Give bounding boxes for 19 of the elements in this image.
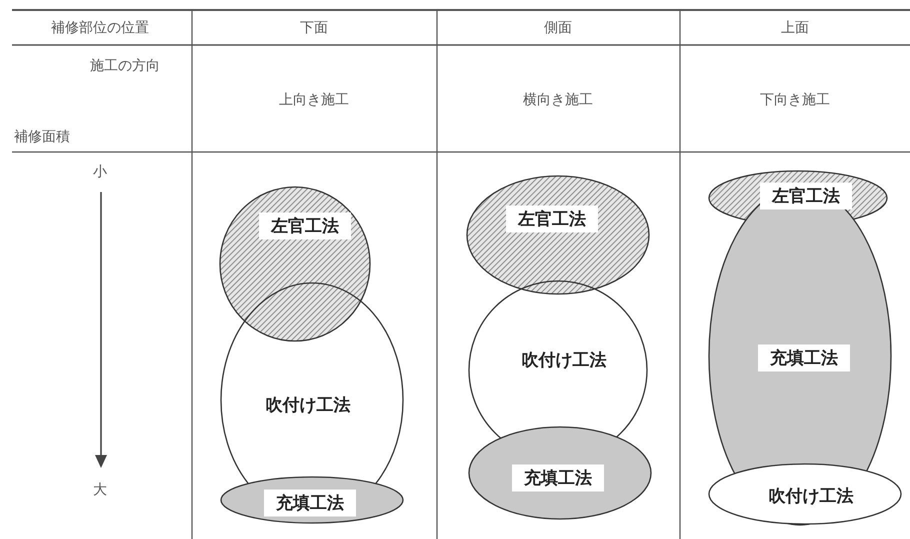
- method-label: 充填工法: [512, 464, 604, 492]
- method-label: 吹付け工法: [264, 394, 352, 418]
- method-label: 左官工法: [760, 182, 852, 210]
- method-label: 左官工法: [259, 212, 351, 240]
- axis-label: 大: [93, 481, 107, 499]
- header-cell: 上面: [781, 19, 809, 37]
- axis-label: 施工の方向: [90, 57, 160, 75]
- header-cell: 下面: [300, 19, 328, 37]
- table-cell: 上向き施工: [279, 91, 349, 109]
- method-label: 充填工法: [264, 490, 356, 516]
- header-cell: 側面: [544, 19, 572, 37]
- table-cell: 横向き施工: [523, 91, 593, 109]
- table-cell: 下向き施工: [760, 91, 830, 109]
- axis-label: 小: [93, 163, 107, 181]
- method-label: 左官工法: [506, 206, 598, 232]
- method-label: 充填工法: [758, 344, 850, 372]
- method-label: 吹付け工法: [520, 350, 608, 372]
- axis-label: 補修面積: [14, 128, 70, 146]
- header-cell: 補修部位の位置: [51, 19, 149, 37]
